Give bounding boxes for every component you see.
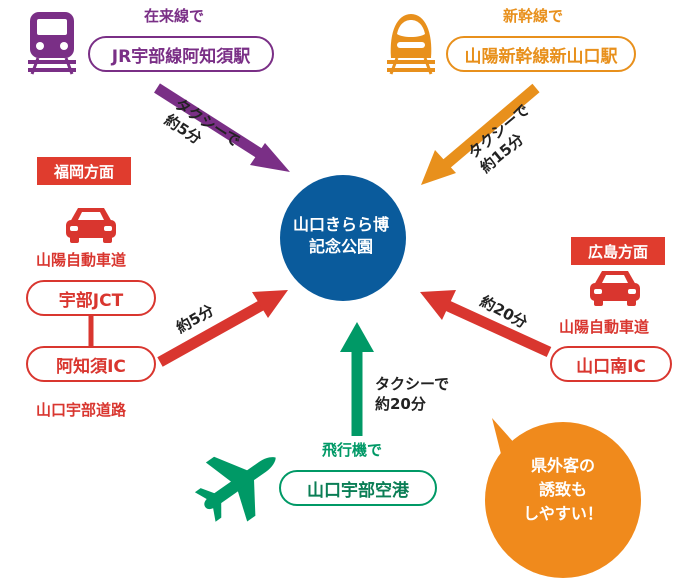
west-highway-label: 山陽自動車道 <box>36 251 127 269</box>
car-icon-west <box>66 208 116 243</box>
hub-label: 山口きらら博 記念公園 <box>279 214 403 258</box>
west-road-label: 山口宇部道路 <box>36 401 127 419</box>
east-direction-tag: 広島方面 <box>571 237 665 265</box>
air-time: タクシーで 約20分 <box>375 374 449 414</box>
west-arrow <box>157 290 288 367</box>
shinkansen-mode-label: 新幹線で <box>503 7 564 25</box>
air-airport-pill: 山口宇部空港 <box>279 470 437 506</box>
shinkansen-arrow <box>421 83 540 185</box>
air-mode-label: 飛行機で <box>322 441 383 459</box>
air-time-line1: タクシーで <box>375 375 450 393</box>
east-arrow <box>420 290 552 358</box>
hub-circle <box>280 175 406 301</box>
shinkansen-icon <box>387 14 435 75</box>
east-interchange-pill: 山口南IC <box>550 346 672 382</box>
train-arrow <box>154 83 290 172</box>
hub-line2: 記念公園 <box>308 237 373 256</box>
train-icon <box>28 12 76 75</box>
shinkansen-station-pill: 山陽新幹線新山口駅 <box>446 36 636 72</box>
air-arrow <box>340 322 374 436</box>
bubble-line3: しやすい！ <box>523 504 603 523</box>
east-highway-label: 山陽自動車道 <box>559 318 650 336</box>
airplane-icon <box>194 456 276 522</box>
bubble-text: 県外客の 誘致も しやすい！ <box>486 454 640 526</box>
speech-bubble <box>485 418 641 578</box>
hub-line1: 山口きらら博 <box>292 215 389 234</box>
car-icon-east <box>590 271 640 306</box>
west-direction-tag: 福岡方面 <box>37 157 131 185</box>
bubble-line1: 県外客の <box>530 456 595 475</box>
train-station-pill: JR宇部線阿知須駅 <box>88 36 274 72</box>
west-interchange-pill: 阿知須IC <box>26 346 156 382</box>
air-time-line2: 約20分 <box>375 395 426 413</box>
bubble-line2: 誘致も <box>538 480 587 499</box>
west-junction-pill: 宇部JCT <box>26 280 156 316</box>
train-mode-label: 在来線で <box>144 7 205 25</box>
